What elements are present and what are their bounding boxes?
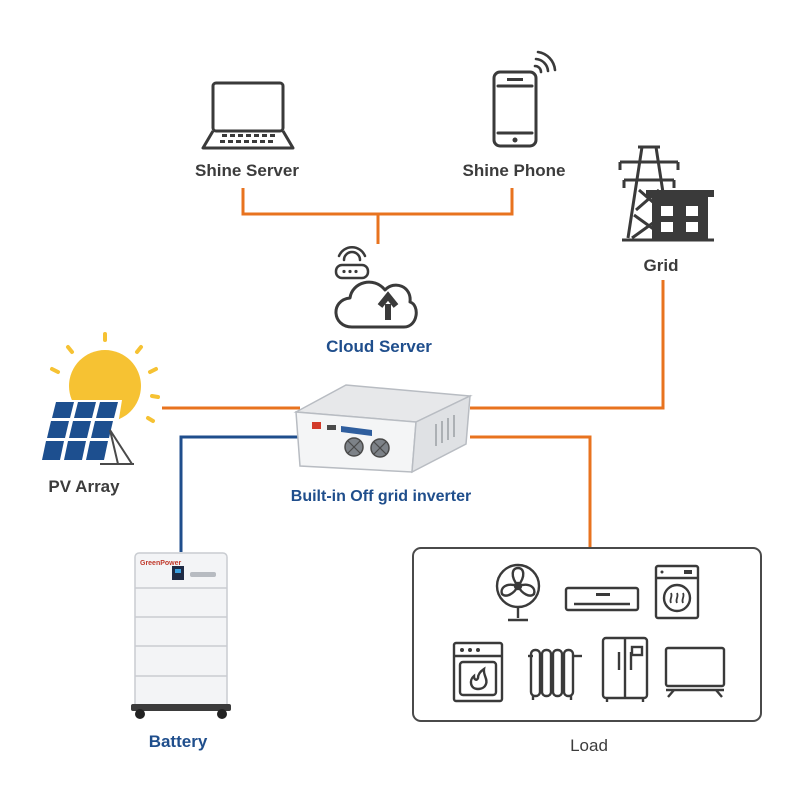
grid-label: Grid (644, 256, 679, 275)
router-icon (334, 246, 370, 280)
radiator-icon (528, 648, 582, 700)
washing-machine-icon (654, 564, 700, 620)
inverter-label: Built-in Off grid inverter (291, 488, 471, 505)
battery-stack-icon (131, 552, 231, 719)
signal-waves-icon (533, 50, 557, 74)
load-box (412, 547, 762, 722)
cloud-server-label: Cloud Server (326, 337, 432, 356)
laptop-icon (201, 81, 295, 150)
load-label: Load (570, 736, 608, 755)
connection-lines (162, 188, 665, 552)
inverter-unit-icon (293, 384, 473, 474)
battery-inverter-line (179, 435, 300, 552)
oven-icon (452, 641, 504, 703)
shine-phone-label: Shine Phone (463, 161, 566, 180)
battery-brand-logo: GreenPower (140, 560, 182, 567)
battery-label: Battery (149, 732, 208, 751)
building-icon (646, 190, 714, 239)
shine-server-label: Shine Server (195, 161, 299, 180)
fan-icon (495, 563, 541, 622)
smartphone-icon (492, 70, 538, 148)
inverter-load-line (470, 435, 592, 548)
tv-icon (664, 646, 726, 698)
air-conditioner-icon (564, 586, 640, 612)
cloud-upload-icon (334, 280, 418, 329)
solar-panel-icon (42, 400, 134, 465)
server-phone-link (241, 188, 514, 216)
pv-array-label: PV Array (48, 477, 120, 496)
grid-inverter-line (470, 280, 665, 410)
refrigerator-icon (601, 636, 649, 702)
